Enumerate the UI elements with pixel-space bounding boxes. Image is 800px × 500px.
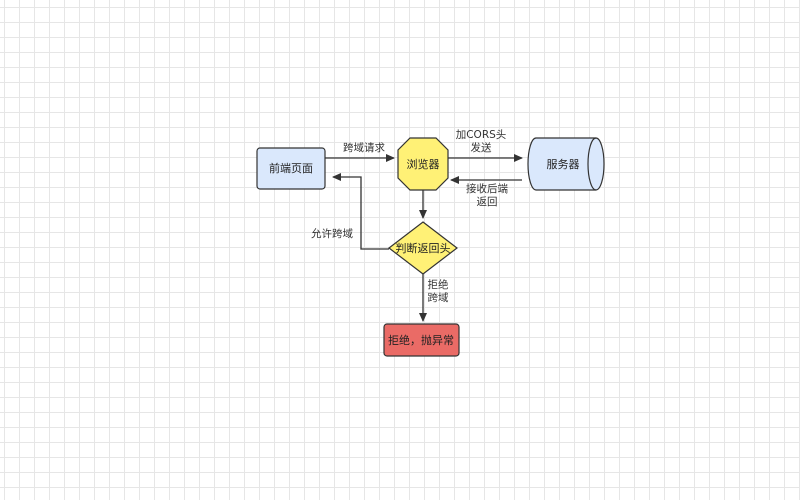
edge-allow-cross: 允许跨域: [311, 173, 389, 250]
edge-reject-cross: 拒绝 跨域: [419, 272, 449, 322]
node-server[interactable]: 服务器: [527, 137, 605, 191]
edge-add-cors-send: 加CORS头 发送: [448, 129, 523, 162]
edge-label-receive-line1: 接收后端: [466, 182, 508, 195]
edge-receive-return: 接收后端 返回: [450, 176, 522, 208]
node-browser[interactable]: 浏览器: [397, 137, 449, 191]
edge-label-cross-request: 跨域请求: [343, 141, 385, 154]
node-reject-exception[interactable]: 拒绝，抛异常: [383, 323, 460, 357]
edge-label-allow-cross: 允许跨域: [311, 227, 353, 240]
node-label-reject: 拒绝，抛异常: [388, 333, 454, 347]
edge-label-reject-line1: 拒绝: [428, 278, 449, 291]
node-label-server: 服务器: [547, 158, 580, 171]
node-frontend-page[interactable]: 前端页面: [256, 147, 326, 190]
edge-cross-request: 跨域请求: [325, 141, 395, 162]
node-label-browser: 浏览器: [407, 157, 440, 171]
edge-label-reject-line2: 跨域: [428, 291, 449, 304]
node-label-frontend: 前端页面: [269, 161, 313, 175]
node-decision[interactable]: 判断返回头: [388, 221, 458, 275]
node-label-decision: 判断返回头: [396, 241, 451, 255]
edge-label-add-cors-line1: 加CORS头: [456, 129, 507, 141]
edge-label-add-cors-line2: 发送: [471, 141, 492, 154]
edge-label-receive-line2: 返回: [477, 196, 498, 208]
